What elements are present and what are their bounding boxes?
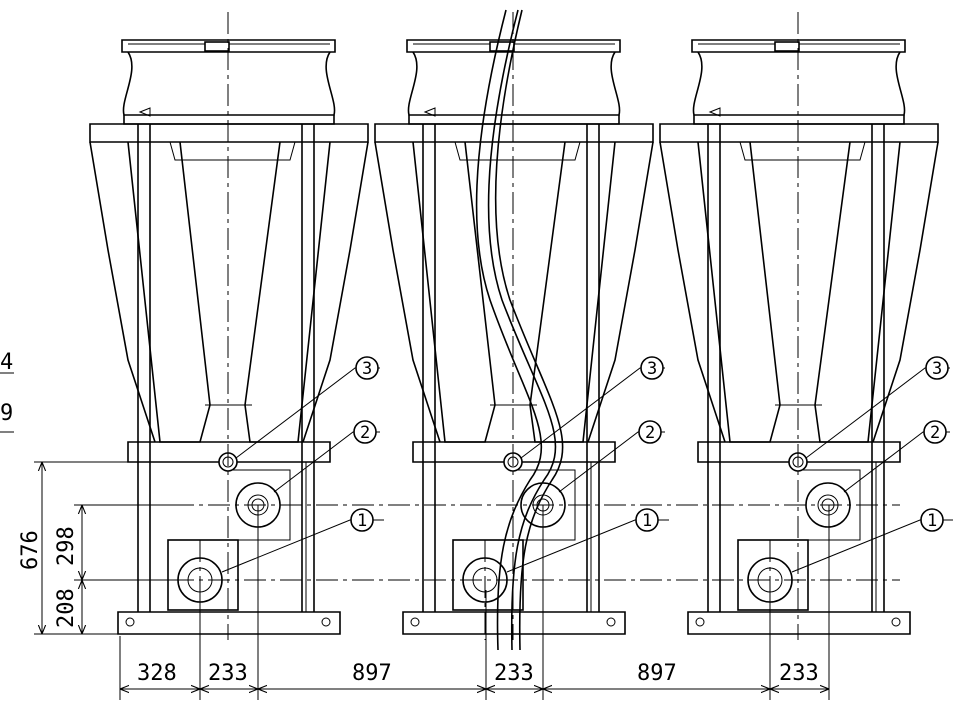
- edge-fragments: 4 9: [0, 350, 14, 433]
- edge-fragment-2: 9: [0, 401, 13, 426]
- horizontal-dimensions: 328 233 897 233 897 233: [119, 505, 830, 700]
- callout-number: 2: [645, 423, 655, 443]
- dim-897-b: 897: [637, 661, 677, 686]
- unit-2: 1 2 3: [374, 12, 669, 640]
- dim-upper-height: 298: [54, 526, 79, 566]
- callout-number: 3: [647, 359, 657, 379]
- vertical-dimensions: 676 298 208: [18, 461, 180, 635]
- edge-fragment-1: 4: [0, 350, 13, 375]
- unit-3: 1 2 3: [659, 12, 953, 640]
- callout-number: 3: [362, 359, 372, 379]
- callout-2: 2: [273, 420, 380, 493]
- callout-2: 2: [843, 420, 950, 493]
- callout-3: 3: [235, 356, 380, 459]
- dim-233-b: 233: [494, 661, 534, 686]
- callout-1: 1: [791, 508, 953, 573]
- callout-1: 1: [221, 508, 384, 573]
- dim-897-a: 897: [352, 661, 392, 686]
- units-group: 1 2 3 1 2 3 1 2 3: [89, 12, 953, 640]
- callout-number: 2: [930, 423, 940, 443]
- callout-number: 1: [357, 511, 367, 531]
- callout-3: 3: [520, 356, 665, 459]
- callout-2: 2: [558, 420, 665, 493]
- callout-3: 3: [805, 356, 950, 459]
- dim-233-c: 233: [779, 661, 819, 686]
- unit-1: 1 2 3: [89, 12, 384, 640]
- dim-233-a: 233: [208, 661, 248, 686]
- callout-number: 1: [927, 511, 937, 531]
- callout-1: 1: [506, 508, 669, 573]
- callout-number: 1: [642, 511, 652, 531]
- flexible-hose: [475, 9, 564, 651]
- dim-328: 328: [137, 661, 177, 686]
- dim-total-height: 676: [18, 530, 43, 570]
- callout-number: 3: [932, 359, 942, 379]
- callout-number: 2: [360, 423, 370, 443]
- dim-lower-height: 208: [54, 588, 79, 628]
